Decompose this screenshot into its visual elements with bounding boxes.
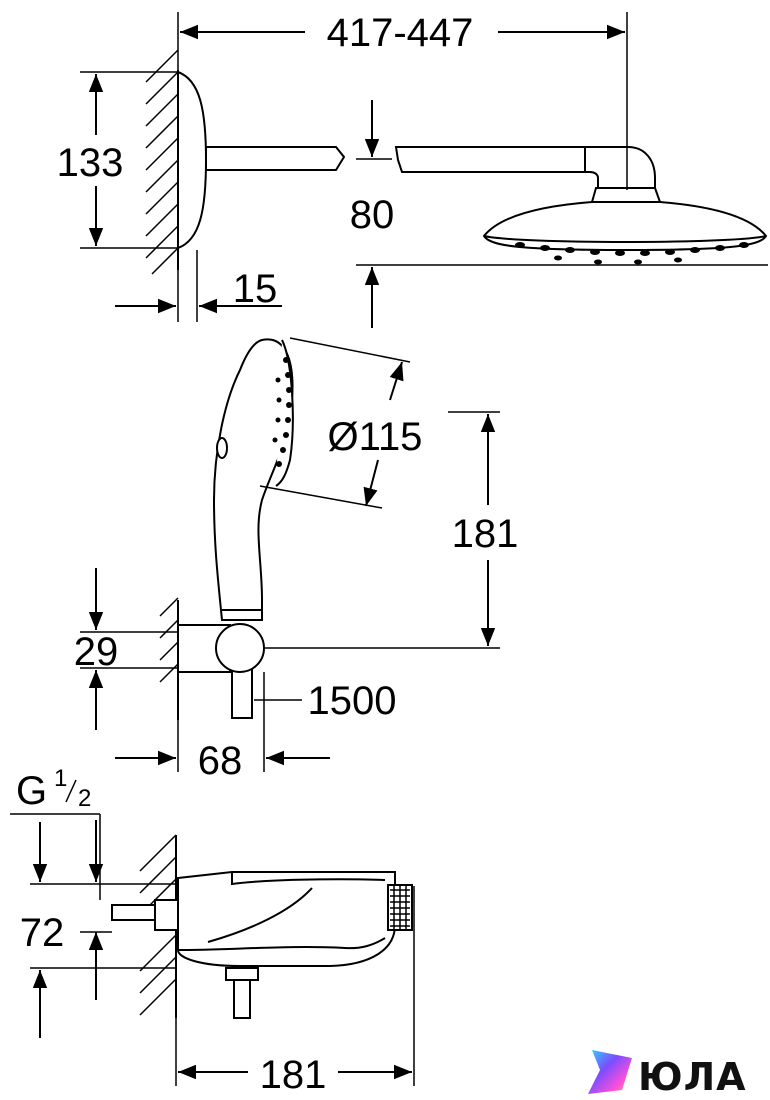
youla-logo-text: ЮЛА (638, 1055, 747, 1099)
shower-arm-left (205, 146, 346, 171)
wall-hatching-bottom (139, 834, 177, 1016)
dim-hand-holder: 29 (74, 630, 119, 674)
thermostat-inlet-pipe (111, 904, 161, 921)
hand-shower-view: Ø115 181 29 1500 68 (74, 337, 519, 783)
dim-hand-diameter: Ø115 (328, 415, 423, 459)
wall-hatching-middle (159, 597, 179, 683)
thread-label-main: G (16, 769, 47, 813)
thermostat-view: G 1 2 (10, 765, 415, 1097)
thread-label-numerator: 1 (54, 765, 67, 792)
dim-hand-projection: 68 (198, 739, 243, 783)
dim-overhead-drop: 80 (350, 193, 395, 237)
thermostat-inlet-nut (154, 899, 179, 931)
thermostat-outlet (225, 967, 259, 981)
wall-flange (177, 70, 208, 250)
dim-thermo-height: 72 (20, 911, 65, 955)
shower-head-nozzles (515, 242, 749, 265)
dim-overhead-height: 133 (57, 141, 124, 185)
hand-shower-nozzles (272, 357, 292, 467)
shower-head (482, 201, 768, 252)
wall-hatching-top (145, 49, 179, 275)
thread-label-denominator: 2 (78, 785, 91, 812)
thermostat-knob-knurling (390, 886, 410, 929)
dim-hand-hose: 1500 (308, 679, 397, 723)
hand-shower-hose (231, 667, 253, 719)
hand-shower-holder-bracket (177, 624, 231, 673)
youla-logo: ЮЛА (588, 1050, 747, 1099)
thermostat-body (177, 871, 396, 967)
hand-shower-ball-joint (215, 623, 265, 673)
dim-overhead-width: 417-447 (327, 11, 474, 55)
overhead-shower-view: 417-447 133 80 15 (57, 11, 768, 328)
hand-shower-button (216, 437, 228, 459)
shower-arm-right (394, 146, 586, 173)
thermostat-outlet-hose (233, 979, 251, 1019)
youla-logo-icon (588, 1050, 632, 1094)
shower-head-neck (590, 187, 662, 203)
dim-line-diameter-b (363, 459, 379, 507)
dim-thermo-width: 181 (260, 1053, 327, 1097)
dim-overhead-flange: 15 (233, 267, 278, 311)
dim-line-diameter-a (389, 361, 404, 401)
dim-hand-length: 181 (452, 512, 519, 556)
